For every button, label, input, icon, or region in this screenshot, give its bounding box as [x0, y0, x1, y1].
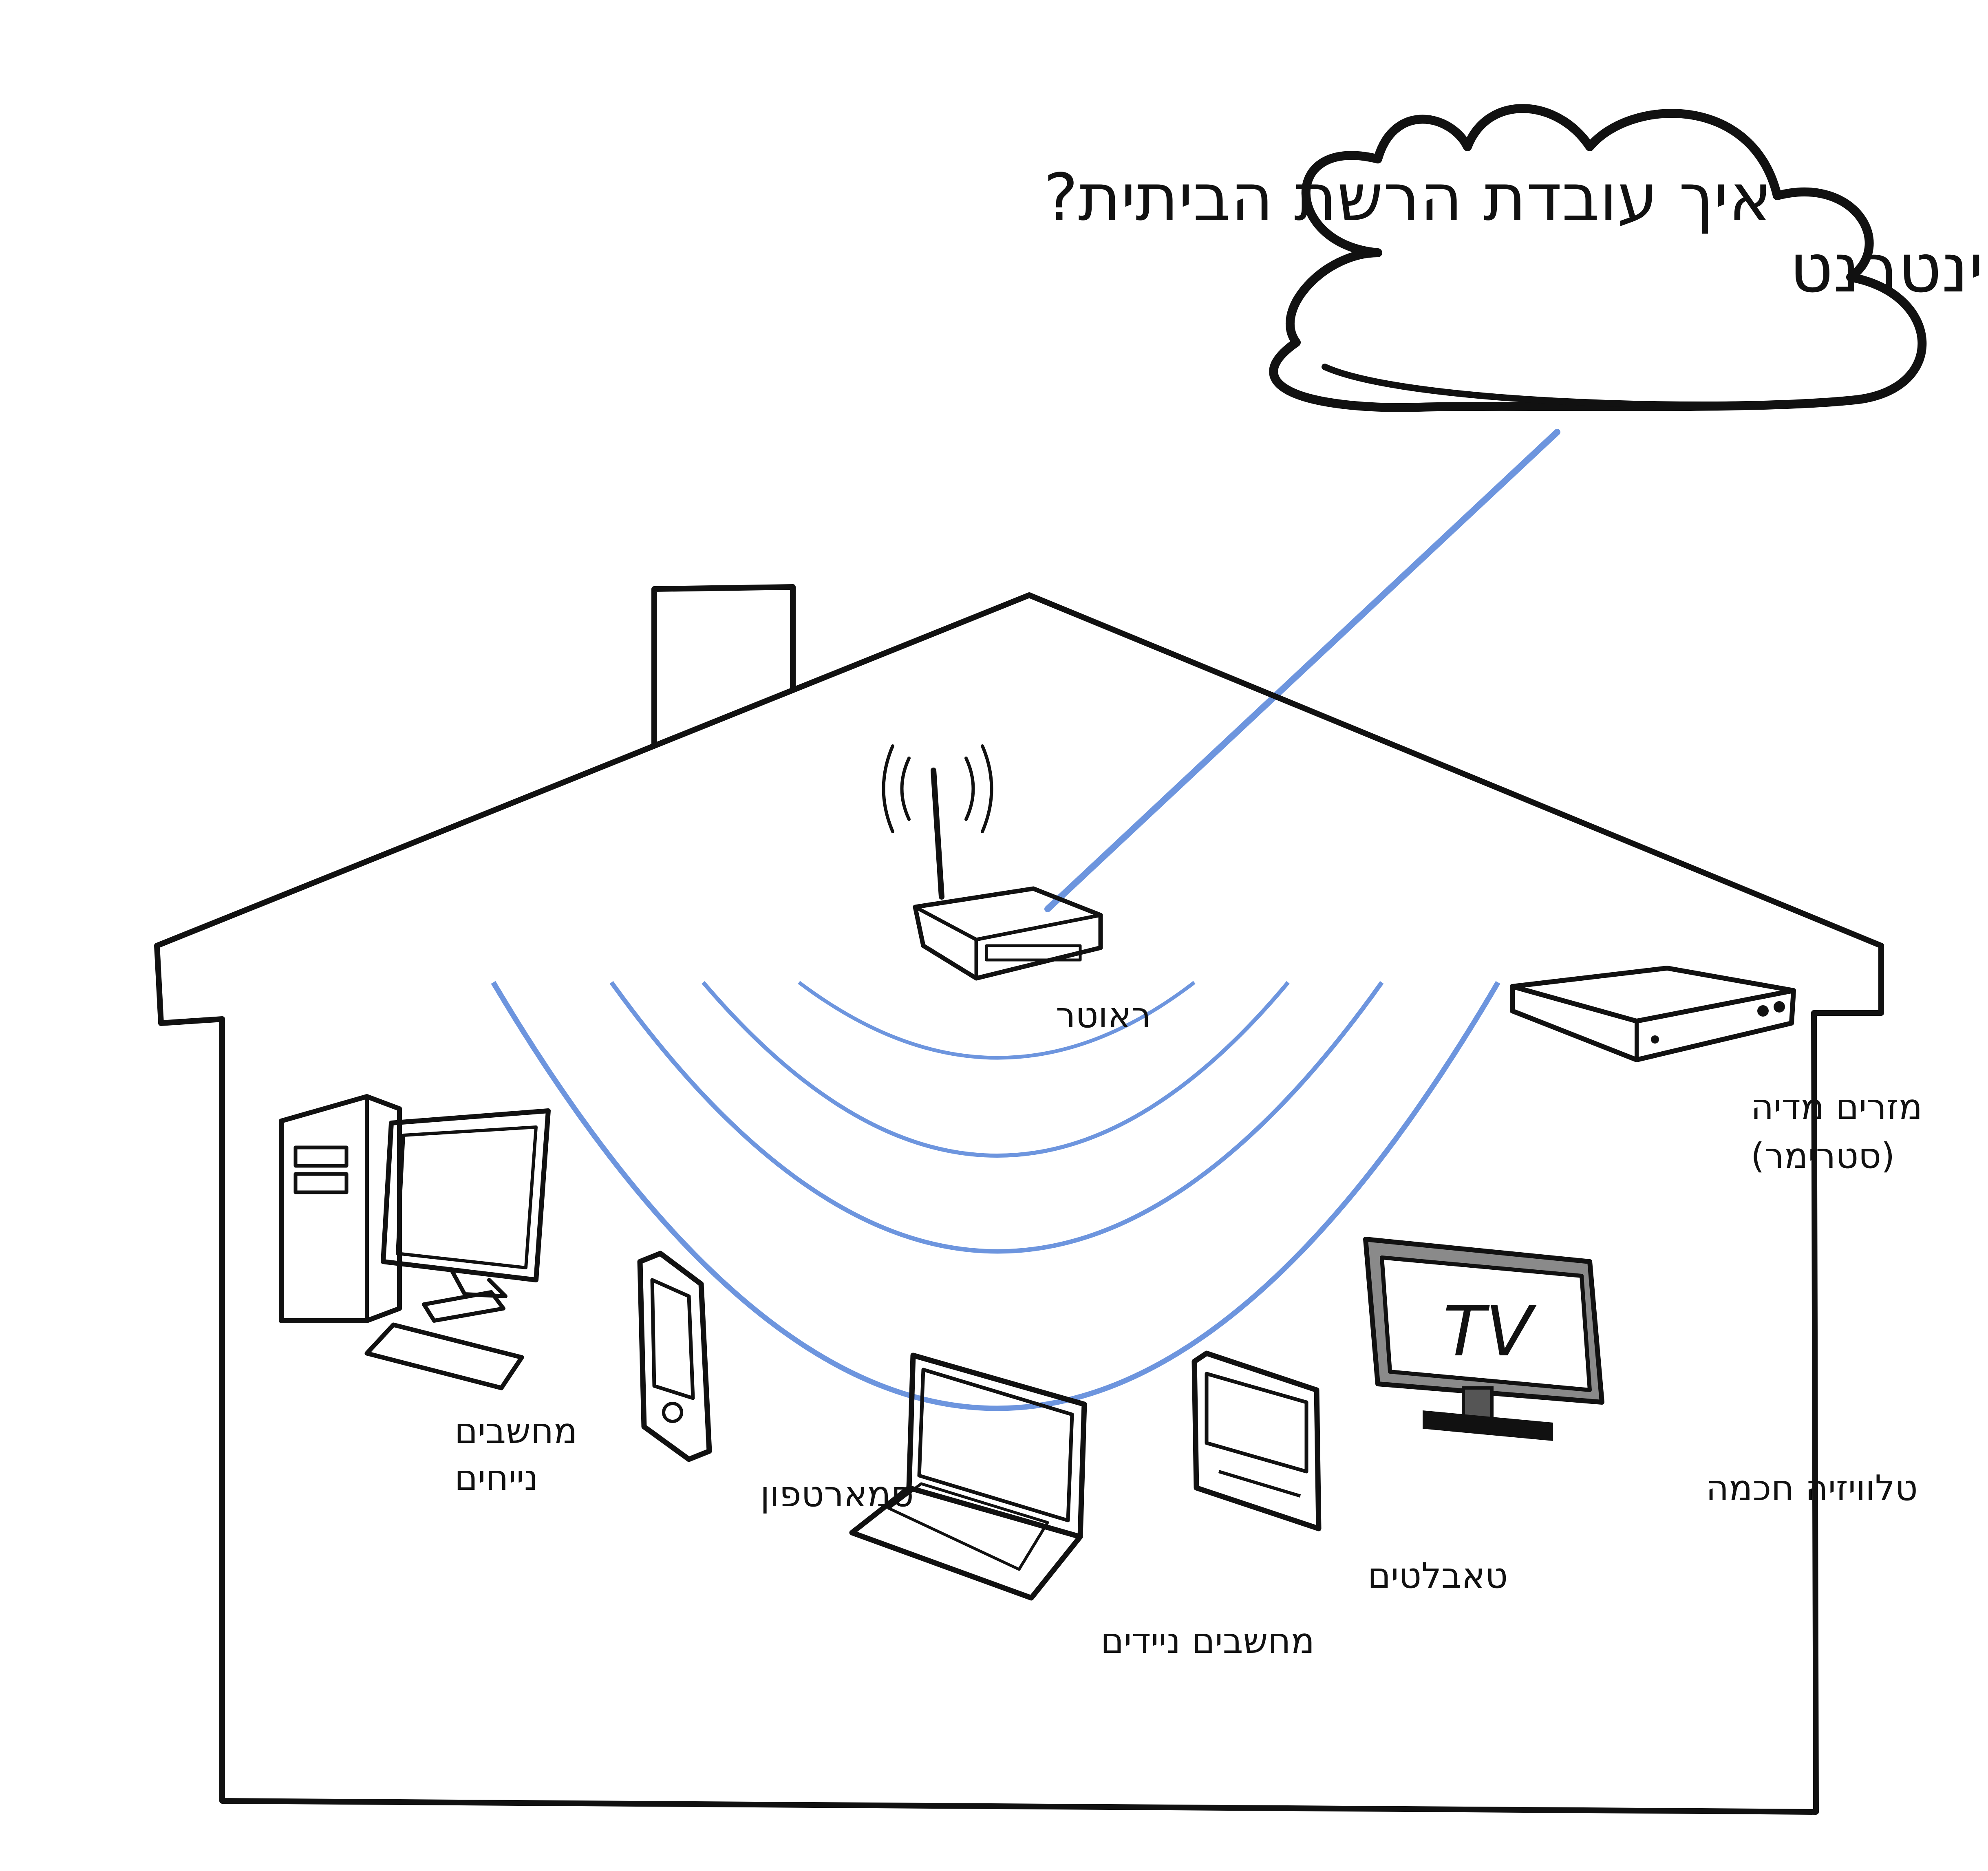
tablet-icon	[1191, 1350, 1322, 1531]
streamer-label-line2: (סטרימר)	[1751, 1136, 1895, 1176]
internet-connection-line	[1044, 429, 1560, 912]
media-streamer-icon	[1510, 966, 1796, 1062]
internet-cloud	[1269, 104, 1927, 412]
streamer-label-line1: מזרים מדיה	[1751, 1087, 1922, 1127]
desktop-computer-icon	[279, 1094, 551, 1390]
page-title: איך עובדת הרשת הביתית?	[1044, 159, 1772, 236]
router-icon	[882, 744, 1103, 981]
smartphone-icon	[637, 1251, 712, 1462]
smart-tv-icon: TV	[1363, 1237, 1604, 1441]
desktop-label-line2: נייחים	[455, 1458, 538, 1498]
wifi-signal-arcs	[491, 981, 1500, 1411]
smart-tv-label: טלוויזיה חכמה	[1706, 1468, 1918, 1509]
tv-screen-text: TV	[1443, 1291, 1537, 1372]
internet-label: האינטרנט	[1789, 229, 1988, 307]
laptop-label: מחשבים ניידים	[1101, 1621, 1315, 1661]
house-outline	[154, 584, 1884, 1815]
desktop-label-line1: מחשבים	[455, 1411, 578, 1452]
laptop-icon	[849, 1353, 1087, 1601]
router-label: ראוטר	[1056, 995, 1151, 1036]
tablet-label: טאבלטים	[1368, 1555, 1508, 1596]
